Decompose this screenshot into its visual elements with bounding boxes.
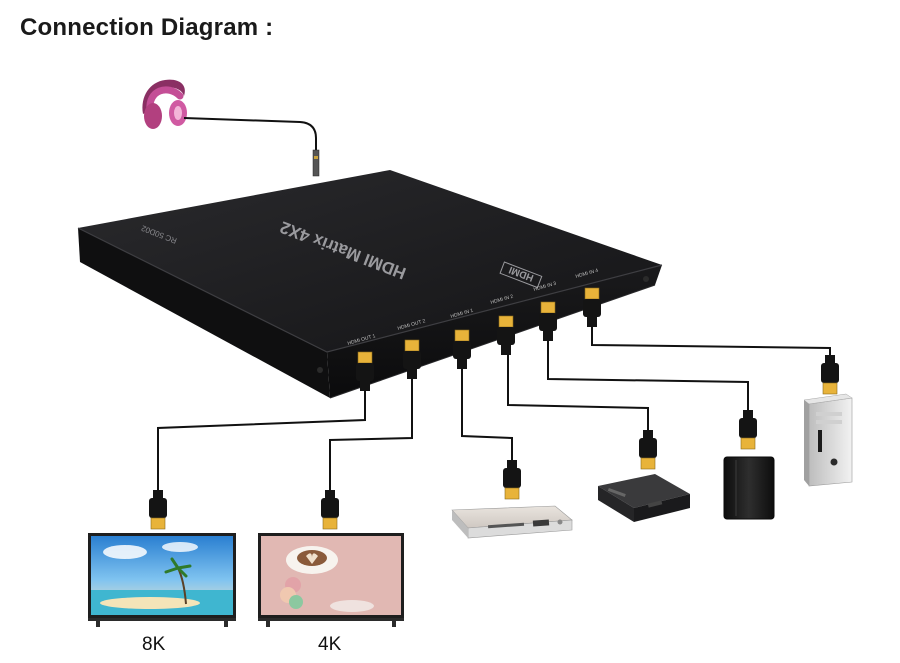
set-top-box-icon bbox=[598, 474, 690, 522]
hdmi-plug-icon bbox=[497, 315, 515, 355]
hdmi-plug-icon bbox=[503, 460, 521, 500]
hdmi-plug-icon bbox=[539, 301, 557, 341]
dvd-player-icon bbox=[451, 505, 573, 539]
hdmi-plug-icon bbox=[321, 490, 339, 530]
audio-jack bbox=[312, 149, 320, 177]
game-console-icon bbox=[723, 456, 775, 520]
pc-tower-icon bbox=[803, 393, 853, 487]
tv-8k bbox=[88, 533, 236, 627]
cable-in1 bbox=[461, 368, 513, 462]
hdmi-plug-icon bbox=[739, 410, 757, 450]
diagram-title: Connection Diagram : bbox=[20, 14, 274, 41]
hdmi-plug-icon bbox=[149, 490, 167, 530]
hdmi-plug-icon bbox=[583, 287, 601, 327]
hdmi-plug-icon bbox=[821, 355, 839, 395]
headphones-icon bbox=[142, 79, 187, 129]
hdmi-plug-icon bbox=[356, 351, 374, 391]
hdmi-cables bbox=[157, 324, 831, 492]
tv-label-8k: 8K bbox=[142, 634, 166, 655]
cable-out2 bbox=[329, 378, 413, 492]
cable-out1 bbox=[157, 390, 366, 492]
cable-in2 bbox=[507, 352, 649, 432]
cable-in4 bbox=[591, 324, 831, 358]
hdmi-plug-icon bbox=[403, 339, 421, 379]
hdmi-plug-icon bbox=[639, 430, 657, 470]
headphone-cable bbox=[183, 117, 317, 150]
hdmi-plug-icon bbox=[453, 329, 471, 369]
tv-4k bbox=[258, 533, 404, 627]
cable-in3 bbox=[547, 340, 749, 412]
endpoint-plugs bbox=[149, 355, 839, 530]
device-plugs bbox=[356, 287, 601, 391]
tv-label-4k: 4K bbox=[318, 634, 342, 655]
